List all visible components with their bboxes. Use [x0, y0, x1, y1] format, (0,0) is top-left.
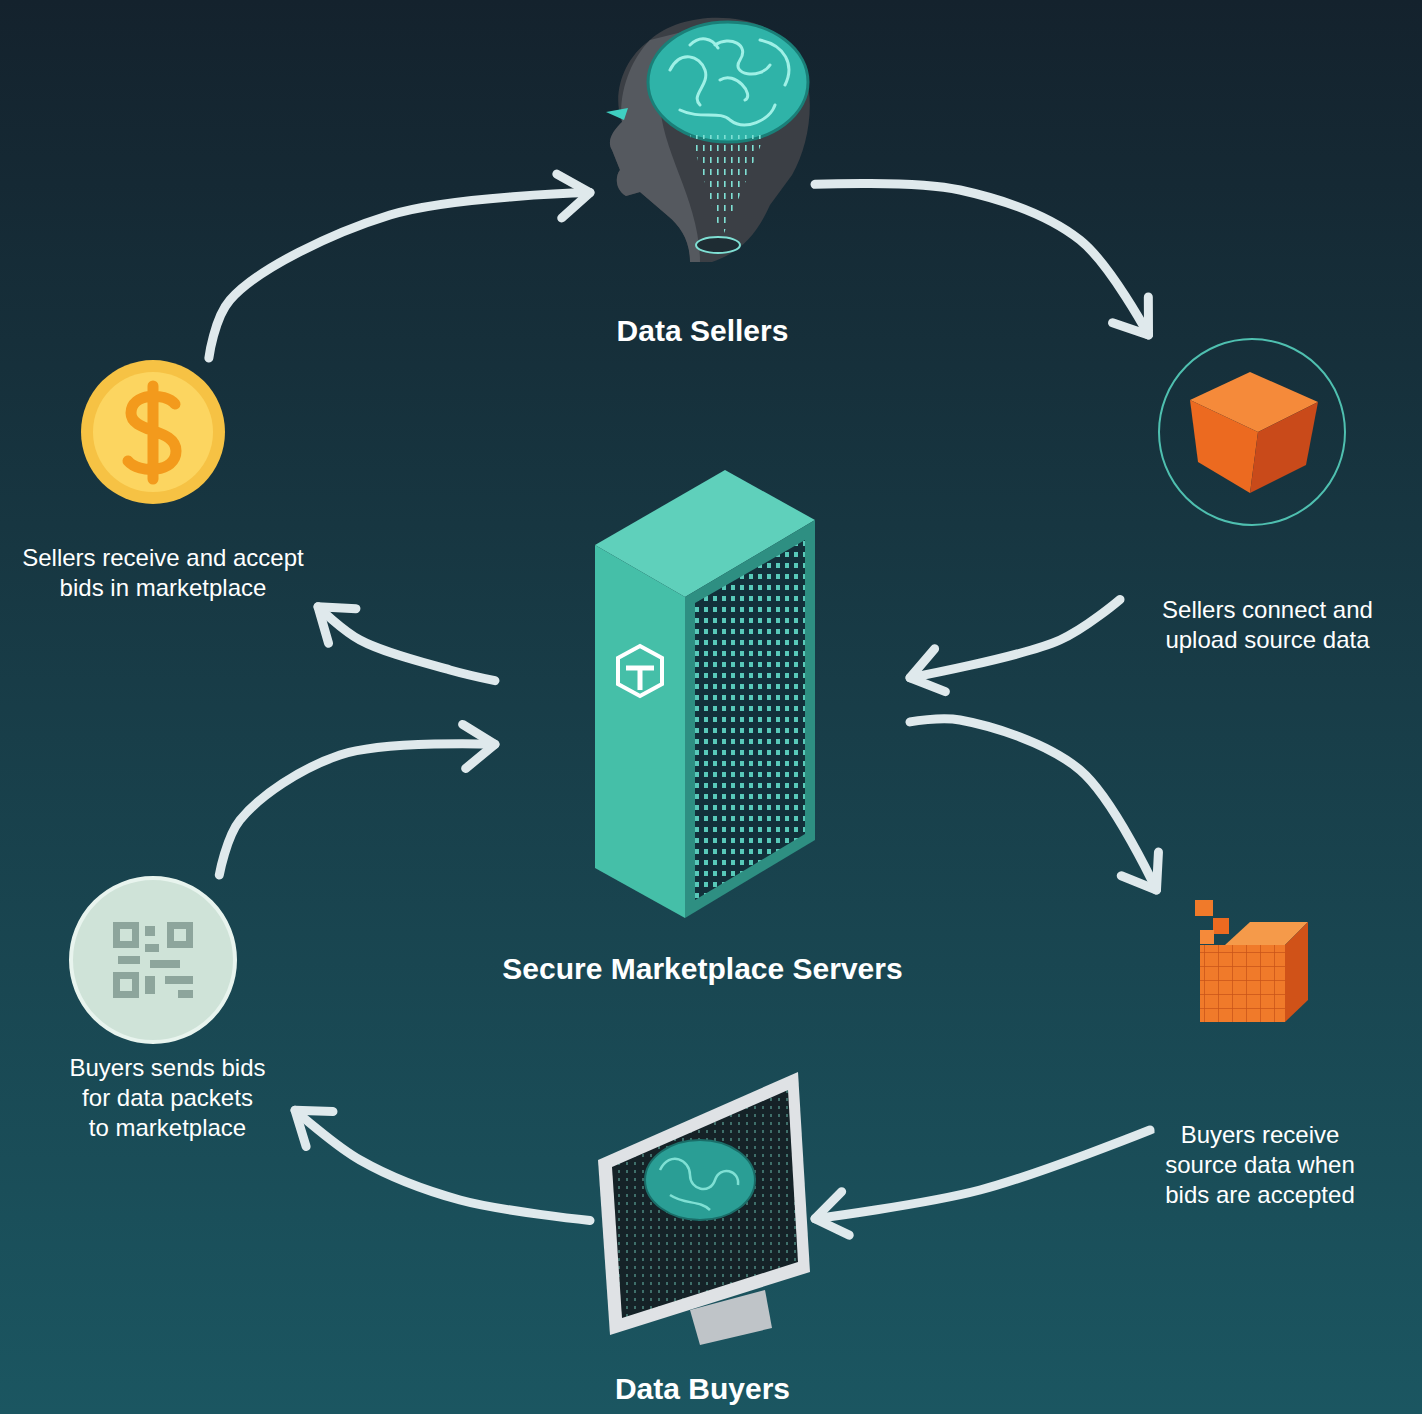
brain-folds [670, 39, 789, 125]
text-block: Buyers receive source data when bids are… [1150, 1120, 1370, 1210]
node-heading: Data Sellers [617, 312, 789, 350]
coin-icon [81, 360, 225, 504]
qr-token-icon [71, 878, 235, 1042]
flow-arrow [815, 183, 1149, 335]
monitor-screen [612, 1090, 798, 1318]
marketplace-servers: Secure Marketplace Servers [495, 465, 910, 995]
flow-arrow [815, 1130, 1150, 1235]
data-sellers: Data Sellers [590, 5, 815, 355]
arrow-line [209, 193, 590, 358]
server-logo [618, 646, 662, 696]
step-caption: Sellers connect and upload source data [1125, 595, 1410, 655]
upload-cube-icon [1159, 339, 1345, 525]
bid-step: Buyers sends bids for data packets to ma… [40, 875, 295, 1150]
cubes-front [1200, 945, 1285, 1022]
qr-token [71, 878, 235, 1042]
head-silhouette [610, 18, 810, 262]
brain [648, 22, 808, 142]
flow-arrow [209, 174, 590, 358]
step-caption: Sellers receive and accept bids in marke… [13, 543, 313, 603]
arrow-line [815, 1130, 1150, 1219]
monitor-frame [598, 1072, 810, 1335]
text-block: Data Sellers [617, 312, 789, 350]
text-block: Secure Marketplace Servers [502, 950, 902, 988]
step-caption: Buyers sends bids for data packets to ma… [50, 1053, 285, 1143]
eye [606, 108, 628, 120]
step-caption: Buyers receive source data when bids are… [1150, 1120, 1370, 1210]
text-block: Data Buyers [615, 1370, 790, 1408]
received-cubes-icon [1195, 900, 1308, 1022]
arrow-line [318, 607, 495, 681]
arrow-head [1121, 852, 1158, 890]
arrow-head [463, 724, 495, 768]
flow-arrow [318, 607, 495, 681]
text-block: Buyers sends bids for data packets to ma… [50, 1053, 285, 1143]
arrow-line [910, 719, 1156, 890]
cube-right [1250, 402, 1318, 493]
server-front [595, 545, 685, 918]
cube-piece [1195, 900, 1213, 916]
data-stream [690, 135, 765, 238]
qr-code [113, 922, 193, 998]
server-illustration [595, 470, 815, 918]
node-heading: Secure Marketplace Servers [502, 950, 902, 988]
flow-arrow [910, 719, 1158, 890]
flow-arrow [219, 724, 495, 875]
qr-finder-holes [120, 929, 186, 991]
text-block: Sellers connect and upload source data [1125, 595, 1410, 655]
cube-ring [1159, 339, 1345, 525]
arrow-head [295, 1110, 333, 1146]
data-port [696, 237, 740, 253]
screen-brain [645, 1140, 755, 1220]
flow-arrow [295, 1110, 590, 1220]
arrow-head [1113, 297, 1149, 335]
arrow-line [815, 183, 1149, 335]
monitor-illustration [598, 1072, 810, 1345]
coin-face [93, 372, 213, 492]
arrow-head [910, 649, 945, 692]
coin [81, 360, 225, 504]
cube-left [1190, 400, 1258, 493]
upload-step: Sellers connect and upload source data [1120, 335, 1415, 665]
cube-piece [1213, 918, 1229, 934]
cube-piece [1200, 930, 1214, 944]
data-buyers: Data Buyers [590, 1065, 815, 1412]
arrow-line [219, 744, 495, 875]
cubes-side [1285, 922, 1308, 1022]
flow-arrow [910, 600, 1120, 692]
node-heading: Data Buyers [615, 1370, 790, 1408]
arrow-line [295, 1110, 590, 1220]
arrow-head [815, 1192, 849, 1236]
server-side [685, 520, 815, 918]
arrow-head [318, 607, 356, 644]
receive-step: Buyers receive source data when bids are… [1145, 890, 1375, 1215]
dollar-sign [128, 386, 176, 479]
server-panel [695, 540, 805, 900]
accept-step: Sellers receive and accept bids in marke… [8, 358, 318, 610]
screen-brain-folds [660, 1159, 738, 1210]
arrow-line [910, 600, 1120, 678]
head-illustration [606, 18, 810, 262]
server-logo-mark [626, 668, 654, 690]
arrow-head [557, 174, 590, 218]
text-block: Sellers receive and accept bids in marke… [13, 543, 313, 603]
